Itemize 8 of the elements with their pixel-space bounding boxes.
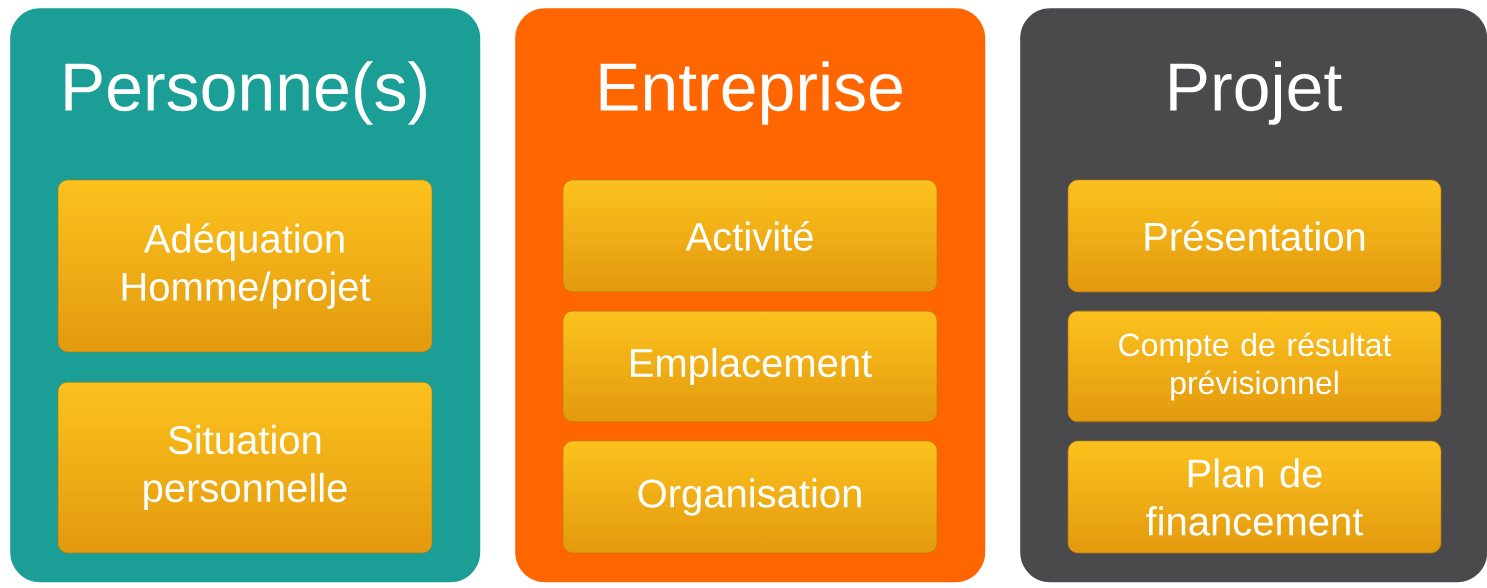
category-box: Situation personnelle: [57, 381, 433, 554]
category-box: Emplacement: [562, 310, 938, 423]
category-box: Présentation: [1067, 179, 1442, 293]
category-box: Compte de résultat prévisionnel: [1067, 310, 1442, 423]
category-box: Plan de financement: [1067, 440, 1442, 554]
category-box: Organisation: [562, 440, 938, 554]
category-box: Adéquation Homme/projet: [57, 179, 433, 353]
category-box: Activité: [562, 179, 938, 293]
